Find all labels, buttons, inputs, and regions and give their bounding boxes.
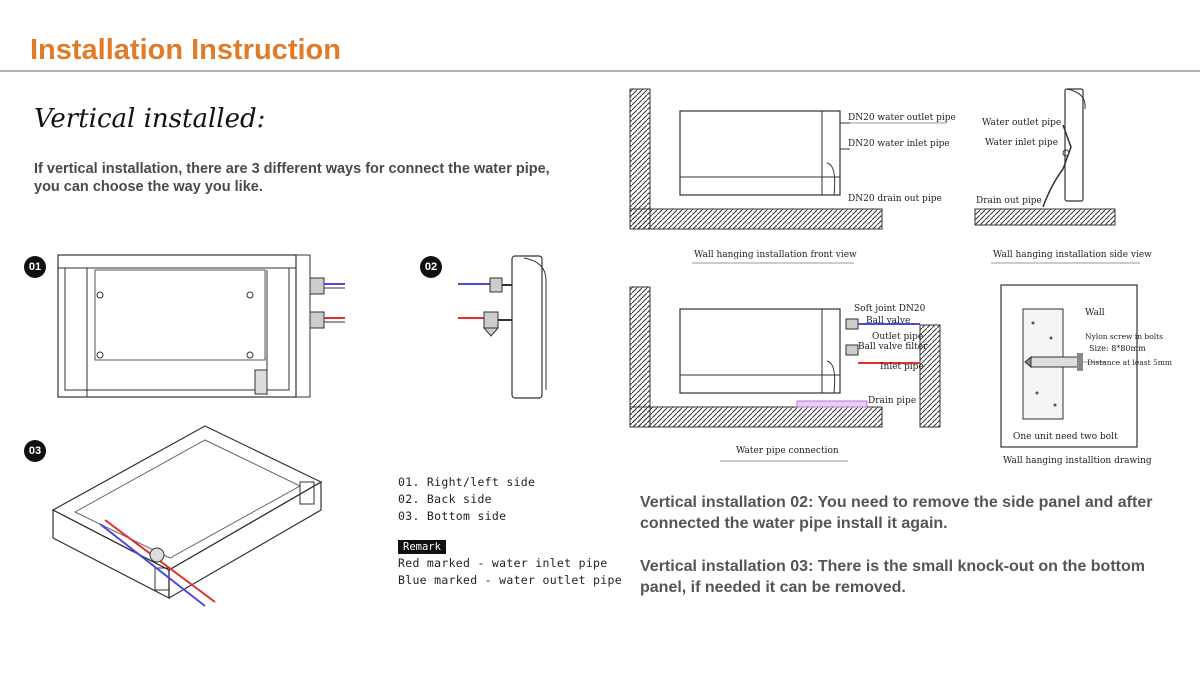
diagram-wall-drawing: Wall Nylon screw in bolts Size: 8*80mm D…: [1000, 284, 1172, 466]
front-label-inlet: DN20 water inlet pipe: [848, 139, 950, 149]
pipe-label-soft-joint: Soft joint DN20: [854, 304, 926, 314]
badge-01: 01: [24, 256, 46, 278]
pipe-connection-caption: Water pipe connection: [736, 446, 839, 456]
legend-item-2: 02. Back side: [398, 492, 492, 506]
wall-label-distance: Distance at least 5mm: [1087, 358, 1172, 367]
legend-item-1: 01. Right/left side: [398, 475, 536, 489]
pipe-label-outlet: Outlet pipe: [872, 332, 923, 342]
front-label-outlet: DN20 water outlet pipe: [848, 113, 956, 123]
remark-inlet: Red marked - water inlet pipe: [398, 556, 608, 570]
badge-02: 02: [420, 256, 442, 278]
side-label-inlet: Water inlet pipe: [985, 138, 1058, 148]
wall-label-two-bolt: One unit need two bolt: [1013, 432, 1118, 442]
side-view-caption: Wall hanging installation side view: [993, 250, 1152, 260]
wall-label-wall: Wall: [1085, 308, 1105, 318]
page-title: Installation Instruction: [30, 34, 341, 66]
diagram-front-view: DN20 water outlet pipe DN20 water inlet …: [629, 88, 956, 264]
pipe-label-filter: Ball valve filter: [858, 342, 928, 352]
badge-03: 03: [24, 440, 46, 462]
wall-label-size: Size: 8*80mm: [1089, 344, 1146, 353]
legend-item-3: 03. Bottom side: [398, 509, 507, 523]
diagram-side-connection: [57, 254, 345, 398]
pipe-label-ball-valve: Ball valve: [866, 316, 910, 326]
wall-label-nylon: Nylon screw in bolts: [1085, 332, 1163, 341]
diagram-pipe-connection: Soft joint DN20 Ball valve Outlet pipe B…: [629, 286, 941, 462]
section-subtitle: Vertical installed:: [34, 104, 266, 134]
diagram-back-connection: [458, 255, 547, 399]
front-view-caption: Wall hanging installation front view: [694, 250, 857, 260]
side-label-outlet: Water outlet pipe: [982, 118, 1061, 128]
diagram-side-view: Water outlet pipe Water inlet pipe Drain…: [974, 88, 1152, 264]
diagram-bottom-connection: [51, 425, 323, 607]
front-label-drain: DN20 drain out pipe: [848, 194, 942, 204]
title-divider: [0, 70, 1200, 72]
remark-tag: Remark: [398, 540, 446, 554]
wall-drawing-caption: Wall hanging installtion drawing: [1003, 456, 1152, 466]
note-installation-03: Vertical installation 03: There is the s…: [640, 558, 1145, 596]
note-installation-02: Vertical installation 02: You need to re…: [640, 494, 1153, 532]
pipe-label-inlet: Inlet pipe: [880, 362, 924, 372]
intro-text: If vertical installation, there are 3 di…: [34, 161, 550, 195]
pipe-label-drain: Drain pipe: [868, 396, 916, 406]
side-label-drain: Drain out pipe: [976, 196, 1042, 206]
remark-outlet: Blue marked - water outlet pipe: [398, 573, 622, 587]
